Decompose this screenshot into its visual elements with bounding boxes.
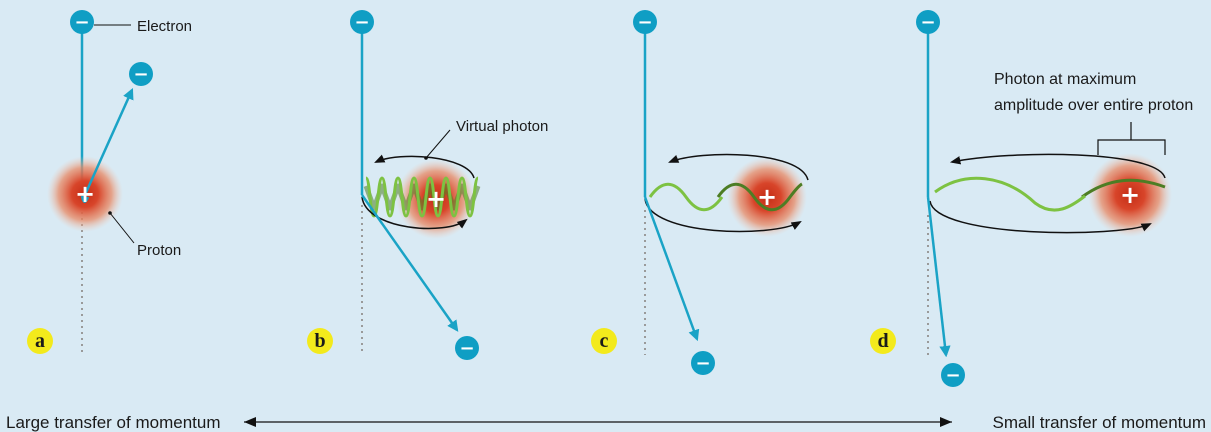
amplitude-bracket [1097,122,1166,155]
scale-right-label: Small transfer of momentum [992,413,1206,432]
loop-lower-arrow [929,200,1152,234]
svg-text:−: − [459,338,474,359]
svg-text:a: a [35,330,45,352]
proton-plus-symbol: + [75,180,95,208]
panel-c: + − − c [591,10,809,375]
photon-wave-dark [716,182,803,212]
electron-scattered: − [129,62,153,86]
panel-badge-c: c [591,328,617,354]
electron-incoming: − [350,10,374,34]
electron-scattered: − [941,363,965,387]
scattered-electron-path [926,196,951,358]
panel-d: + − − Photon at maximum amplitude over e… [870,10,1193,387]
electron-incoming: − [70,10,94,34]
svg-text:c: c [600,330,609,352]
panel-badge-d: d [870,328,896,354]
photon-wave [648,182,724,212]
photon-wave-dark [1081,178,1166,199]
svg-text:−: − [133,64,148,85]
virtual-photon-wave [364,176,480,218]
electron-incoming: − [916,10,940,34]
proton-plus-symbol: + [1120,181,1140,209]
loop-lower-arrow [644,198,802,233]
proton-plus-symbol: + [426,185,446,213]
loop-upper-arrow [949,153,1166,179]
scattered-electron-path [360,194,459,332]
photon-max-label-line1: Photon at maximum [994,71,1136,88]
electron-scattered: − [691,351,715,375]
electron-incoming: − [633,10,657,34]
virtual-photon-leader-line [425,129,451,159]
svg-text:−: − [74,12,89,33]
scattered-electron-path [643,196,700,342]
path-hook [80,195,90,203]
scale-left-label: Large transfer of momentum [6,413,220,432]
scale-arrowhead-right [940,417,952,427]
electron-scattered: − [455,336,479,360]
svg-text:−: − [920,12,935,33]
electron-label: Electron [137,18,192,35]
proton [727,157,807,237]
loop-upper-arrow [374,154,475,179]
loop-lower-arrow [361,196,468,230]
proton [1088,153,1172,237]
svg-text:−: − [354,12,369,33]
momentum-scale: Large transfer of momentum Small transfe… [6,413,1206,432]
scale-arrowhead-left [244,417,256,427]
photon-wave [934,176,1086,212]
virtual-photon-label: Virtual photon [456,118,548,135]
panel-a: + − − Electron Proton a [27,10,192,355]
svg-text:b: b [314,330,325,352]
panel-b: + − − Virtual photon b [307,10,548,360]
photon-max-label-line2: amplitude over entire proton [994,97,1193,114]
proton-label: Proton [137,242,181,259]
loop-upper-arrow [668,153,809,181]
proton-plus-symbol: + [757,183,777,211]
svg-text:−: − [637,12,652,33]
panel-badge-a: a [27,328,53,354]
svg-text:−: − [945,365,960,386]
proton-leader-line [109,212,135,244]
svg-text:−: − [695,353,710,374]
svg-text:d: d [877,330,888,352]
panel-badge-b: b [307,328,333,354]
scattered-electron-path [82,87,134,198]
